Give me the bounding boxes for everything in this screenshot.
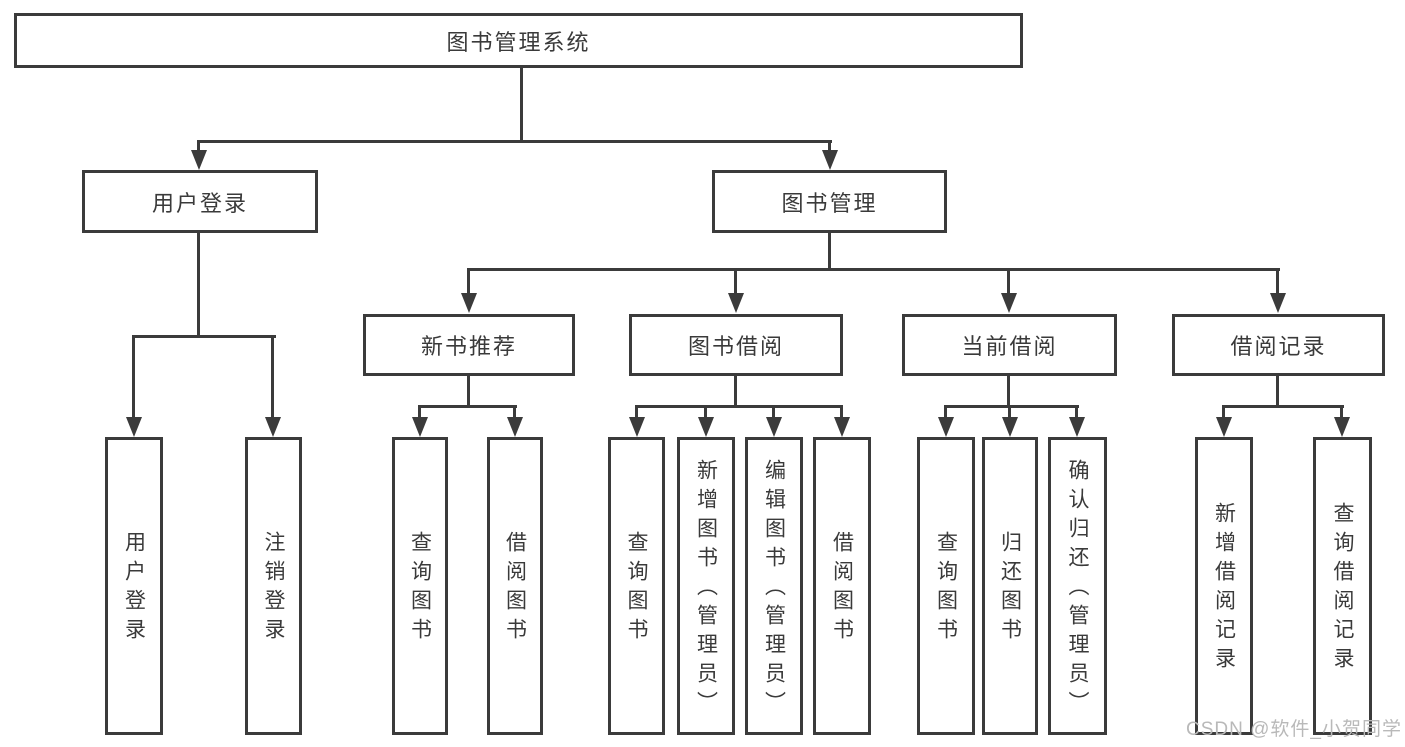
node-book-management-label: 图书管理 [781,190,878,216]
connector-vline [271,335,274,418]
leaf-query-books-1: 查询图书 [392,437,448,735]
leaf-return-books: 归还图书 [982,437,1038,735]
connector-vline [734,376,737,407]
leaf-borrow-books-1: 借阅图书 [487,437,543,735]
leaf-return-books-label: 归还图书 [998,531,1022,647]
leaf-user-login: 用户登录 [105,437,163,735]
leaf-add-books-admin-label: 新增图书（管理员） [694,458,718,720]
leaf-add-borrow-record: 新增借阅记录 [1195,437,1253,735]
node-borrow-records: 借阅记录 [1172,314,1385,376]
arrow-down-icon [1216,417,1232,437]
arrow-down-icon [822,150,838,170]
arrow-down-icon [698,417,714,437]
connector-vline [1075,405,1078,419]
connector-hline [944,405,1079,408]
arrow-down-icon [1334,417,1350,437]
node-current-borrow: 当前借阅 [902,314,1117,376]
arrow-down-icon [834,417,850,437]
leaf-borrow-books-2-label: 借阅图书 [830,531,854,647]
node-book-borrow: 图书借阅 [629,314,843,376]
arrow-down-icon [728,293,744,313]
connector-vline [1008,405,1011,419]
node-book-borrow-label: 图书借阅 [687,334,784,359]
connector-vline [1276,376,1279,407]
connector-hline [467,268,1280,271]
leaf-add-borrow-record-label: 新增借阅记录 [1212,502,1236,676]
node-library-system-label: 图书管理系统 [446,29,591,55]
connector-hline [418,405,517,408]
leaf-logout-label: 注销登录 [262,531,285,647]
arrow-down-icon [191,150,207,170]
leaf-borrow-books-1-label: 借阅图书 [503,531,527,647]
leaf-query-books-2-label: 查询图书 [625,531,648,647]
connector-vline [1007,376,1010,407]
connector-hline [1222,405,1344,408]
leaf-borrow-books-2: 借阅图书 [813,437,871,735]
node-user-login: 用户登录 [82,170,318,233]
connector-vline [513,405,516,419]
connector-vline [772,405,775,419]
connector-vline [1276,268,1279,295]
arrow-down-icon [265,417,281,437]
node-new-book-recommend: 新书推荐 [363,314,575,376]
leaf-edit-books-admin: 编辑图书（管理员） [745,437,803,735]
arrow-down-icon [461,293,477,313]
node-book-management: 图书管理 [712,170,947,233]
connector-vline [197,140,200,154]
connector-hline [132,335,276,338]
leaf-user-login-label: 用户登录 [122,531,146,647]
watermark: CSDN @软件_小贺同学 [1186,719,1402,740]
leaf-confirm-return-admin-label: 确认归还（管理员） [1066,458,1089,720]
connector-vline [132,335,135,418]
arrow-down-icon [766,417,782,437]
connector-vline [704,405,707,419]
arrow-down-icon [126,417,142,437]
connector-vline [197,233,200,337]
arrow-down-icon [629,417,645,437]
arrow-down-icon [1270,293,1286,313]
connector-vline [467,268,470,295]
leaf-query-borrow-record: 查询借阅记录 [1313,437,1372,735]
connector-vline [944,405,947,419]
connector-hline [198,140,832,143]
node-borrow-records-label: 借阅记录 [1230,334,1327,359]
leaf-edit-books-admin-label: 编辑图书（管理员） [762,458,786,720]
connector-vline [520,68,523,142]
connector-vline [828,140,831,154]
connector-hline [635,405,843,408]
connector-vline [1222,405,1225,419]
leaf-logout: 注销登录 [245,437,302,735]
leaf-query-books-3-label: 查询图书 [934,531,958,647]
connector-vline [828,233,831,270]
connector-vline [840,405,843,419]
leaf-query-books-2: 查询图书 [608,437,665,735]
connector-vline [467,376,470,407]
connector-vline [1340,405,1343,419]
node-current-borrow-label: 当前借阅 [961,334,1058,359]
leaf-confirm-return-admin: 确认归还（管理员） [1048,437,1107,735]
arrow-down-icon [507,417,523,437]
node-library-system: 图书管理系统 [14,13,1023,68]
connector-vline [734,268,737,295]
connector-vline [1007,268,1010,295]
leaf-query-borrow-record-label: 查询借阅记录 [1331,502,1354,676]
node-user-login-label: 用户登录 [151,190,248,216]
leaf-query-books-1-label: 查询图书 [408,531,432,647]
arrow-down-icon [1001,293,1017,313]
arrow-down-icon [1069,417,1085,437]
connector-vline [635,405,638,419]
leaf-query-books-3: 查询图书 [917,437,975,735]
arrow-down-icon [1002,417,1018,437]
arrow-down-icon [938,417,954,437]
connector-vline [418,405,421,419]
leaf-add-books-admin: 新增图书（管理员） [677,437,735,735]
arrow-down-icon [412,417,428,437]
node-new-book-recommend-label: 新书推荐 [420,334,517,359]
